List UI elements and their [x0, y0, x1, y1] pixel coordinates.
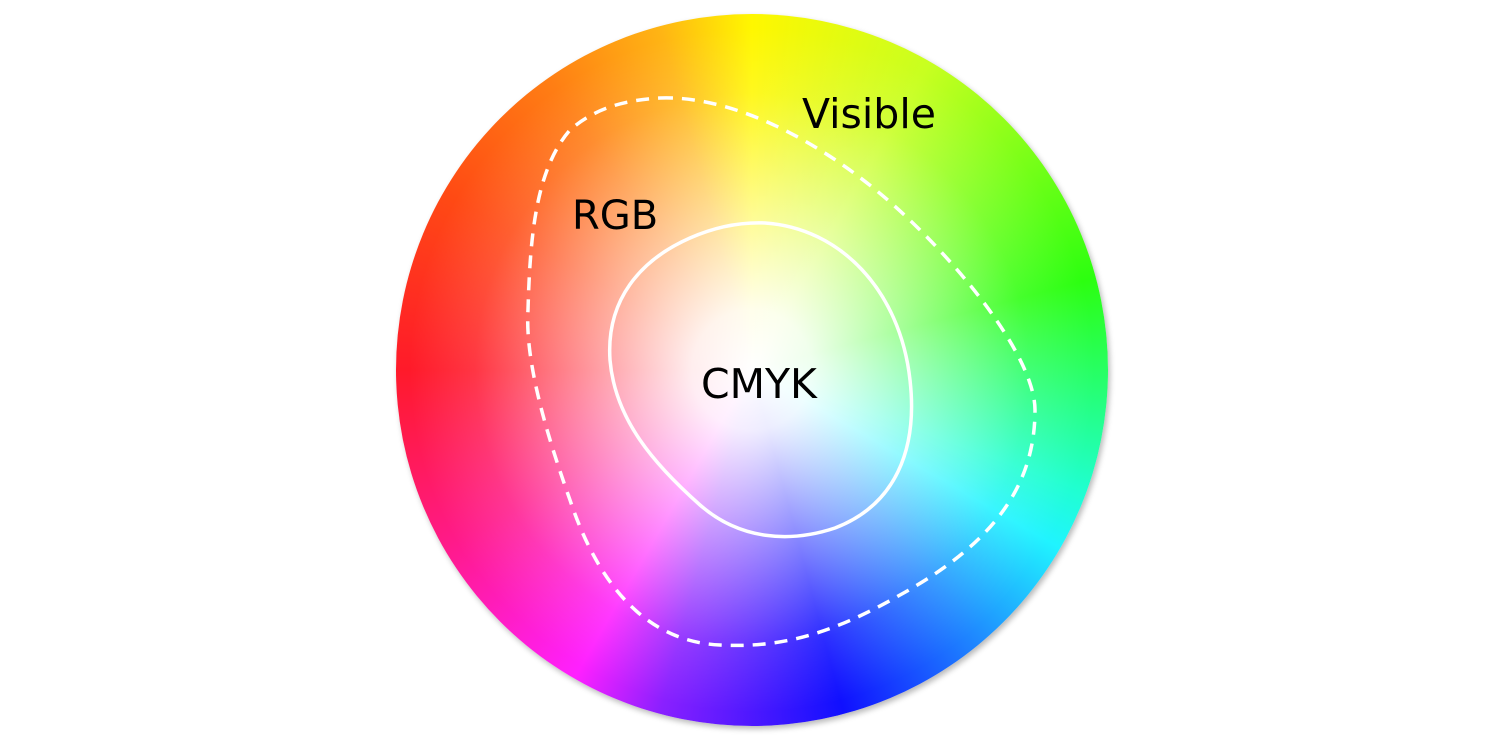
rgb-label: RGB	[572, 193, 659, 239]
cmyk-label: CMYK	[701, 360, 817, 408]
visible-label: Visible	[802, 90, 936, 138]
